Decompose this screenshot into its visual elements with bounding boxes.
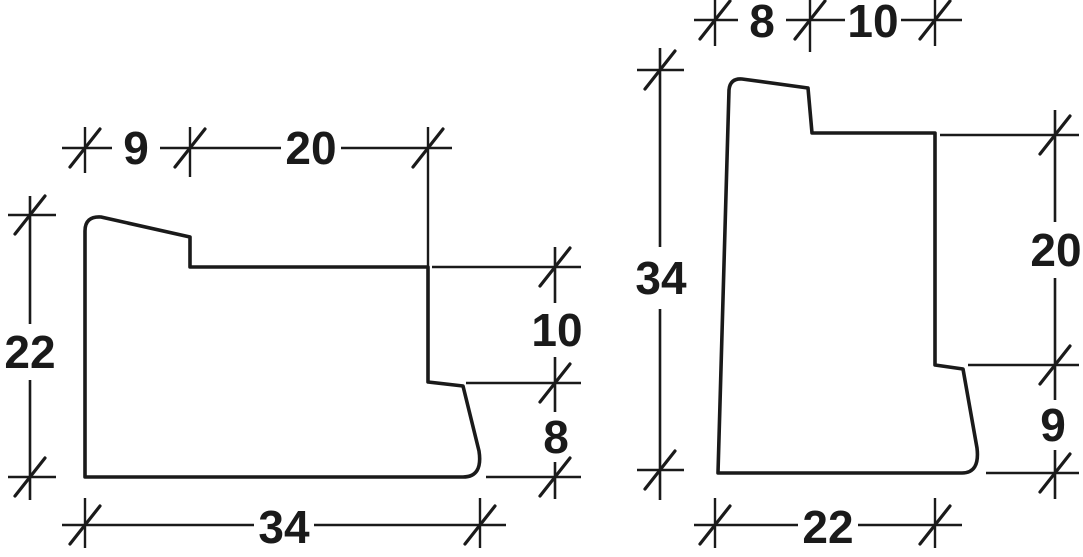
right-dim-left-height: 34 bbox=[635, 252, 687, 304]
left-profile-drawing: 9 20 22 10 8 34 bbox=[4, 122, 582, 553]
right-dim-top-first: 8 bbox=[749, 0, 775, 47]
left-dim-right-lower: 8 bbox=[543, 411, 569, 463]
right-dim-right-upper: 20 bbox=[1030, 224, 1081, 276]
left-extension-lines bbox=[8, 127, 581, 548]
right-extension-lines bbox=[637, 0, 1079, 548]
left-dim-right-upper: 10 bbox=[531, 304, 582, 356]
right-dim-bottom-width: 22 bbox=[802, 501, 853, 553]
left-dim-top-first: 9 bbox=[123, 122, 149, 174]
right-dim-top-second: 10 bbox=[847, 0, 898, 47]
right-tick-marks bbox=[643, 0, 1072, 546]
right-profile-drawing: 8 10 34 20 9 22 bbox=[635, 0, 1082, 553]
right-dim-right-lower: 9 bbox=[1040, 399, 1066, 451]
left-dim-left-height: 22 bbox=[4, 326, 55, 378]
left-profile-outline bbox=[83, 215, 482, 479]
left-dim-top-second: 20 bbox=[285, 122, 336, 174]
left-dim-bottom-width: 34 bbox=[258, 501, 310, 553]
right-profile-outline bbox=[716, 77, 980, 475]
left-tick-marks bbox=[13, 127, 572, 546]
